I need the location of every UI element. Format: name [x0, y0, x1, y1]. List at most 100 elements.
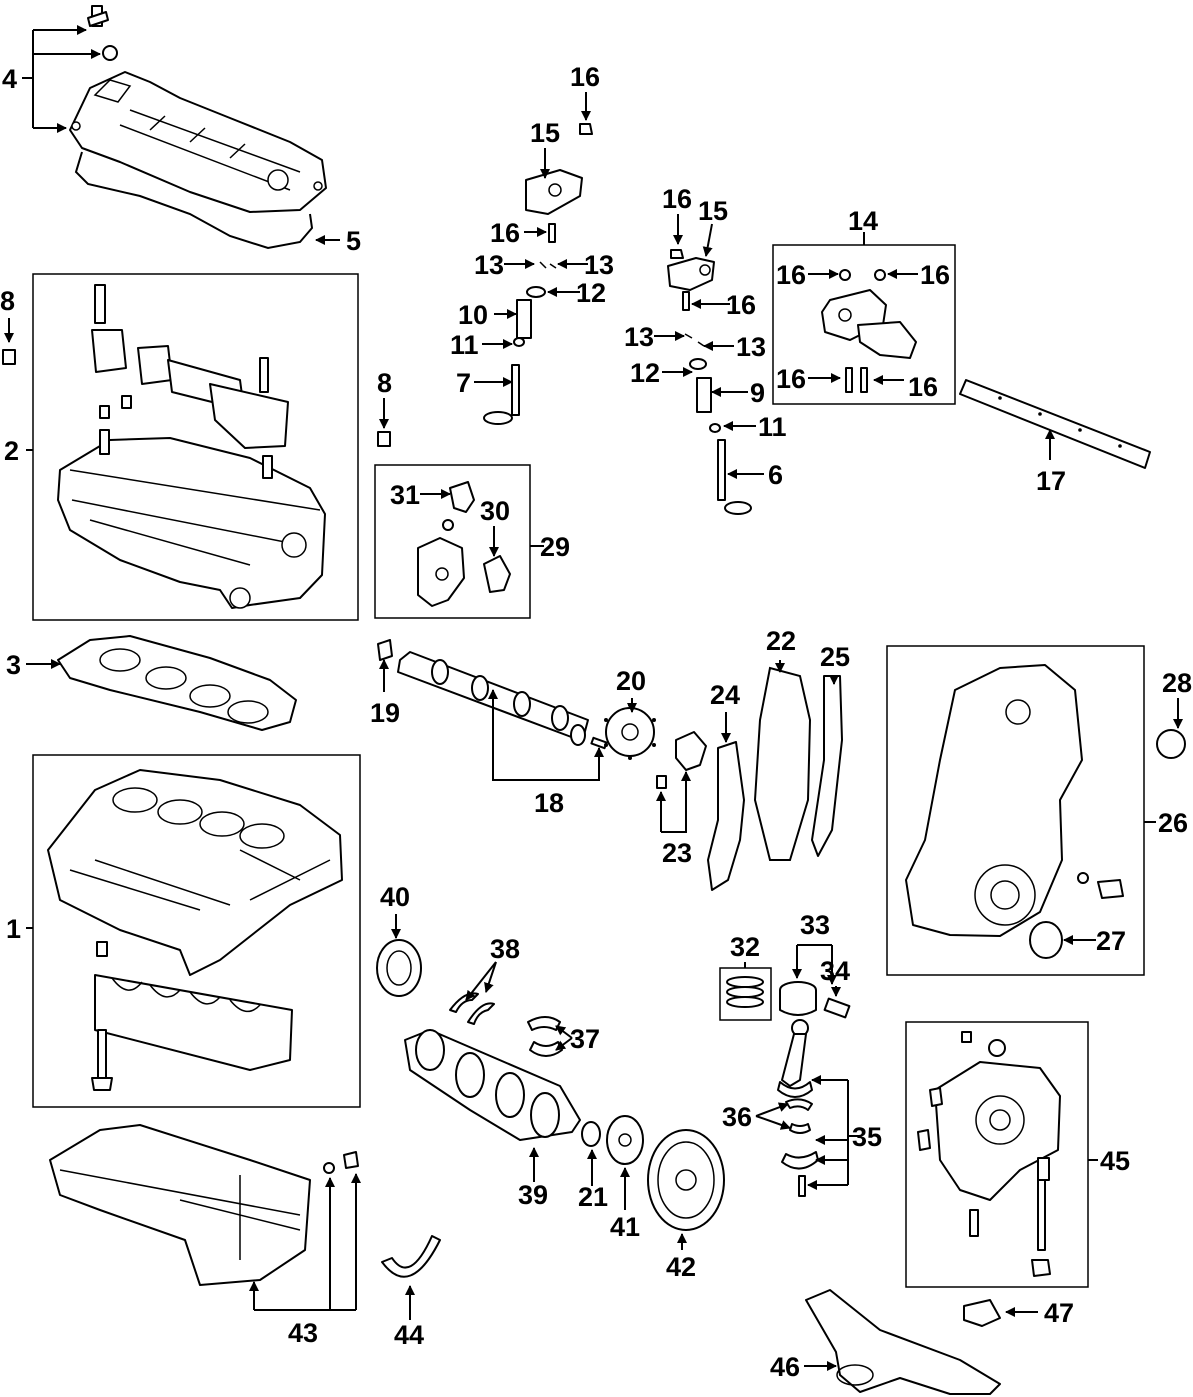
rocker-arm-right: [667, 257, 715, 291]
callout-47: 47: [1044, 1298, 1074, 1328]
cap-nut-right: [670, 249, 684, 259]
callout-35: 35: [852, 1122, 882, 1152]
connecting-rod: [777, 1019, 813, 1098]
valve-seal-right: [709, 423, 721, 433]
oil-pump: [917, 1031, 1061, 1277]
rocker-arm-assembly: [821, 269, 917, 393]
callout-7: 7: [456, 368, 471, 398]
callout-13: 13: [624, 322, 654, 352]
piston-rings: [726, 976, 764, 1008]
callout-13: 13: [584, 250, 614, 280]
callout-43: 43: [288, 1318, 318, 1348]
cotter-left: [539, 261, 557, 269]
callout-20: 20: [616, 666, 646, 696]
cam-sprocket: [604, 703, 656, 760]
callout-16: 16: [776, 364, 806, 394]
leader-lines: [4, 25, 1183, 1371]
camshaft-key: [590, 736, 608, 750]
camshaft-seal: [377, 639, 393, 661]
oil-pressure-switch: [449, 481, 475, 513]
timing-chain: [753, 666, 812, 861]
intake-valve: [483, 364, 520, 425]
thrust-washer-lower: [467, 1002, 495, 1025]
piston: [779, 981, 817, 1016]
callout-22: 22: [766, 626, 796, 656]
oil-pump-group-box: [905, 1021, 1089, 1288]
callout-11: 11: [758, 412, 787, 442]
callout-15: 15: [530, 118, 560, 148]
rear-crank-seal: [376, 939, 422, 997]
chain-guide: [811, 675, 843, 857]
callout-13: 13: [474, 250, 504, 280]
callout-16: 16: [662, 184, 692, 214]
cylinder-head-group-box: [32, 273, 359, 621]
crank-sprocket-bearing: [581, 1121, 601, 1147]
callout-38: 38: [490, 934, 520, 964]
tensioner-arm: [707, 741, 745, 891]
callout-28: 28: [1162, 668, 1192, 698]
callout-17: 17: [1036, 466, 1066, 496]
callout-15: 15: [698, 196, 728, 226]
drain-plug: [343, 1151, 359, 1169]
rod-bolt: [798, 1175, 806, 1197]
timing-chain-cover-group-box: [886, 645, 1145, 976]
head-dowel-mid: [377, 431, 391, 447]
callout-8: 8: [0, 286, 15, 316]
callout-13: 13: [736, 332, 766, 362]
callout-14: 14: [848, 206, 878, 236]
drain-plug-washer: [323, 1162, 335, 1174]
callout-4: 4: [2, 64, 17, 94]
oil-strainer: [805, 1289, 1001, 1395]
valve-spring-right: [696, 377, 712, 413]
callout-5: 5: [346, 226, 361, 256]
callout-31: 31: [390, 480, 420, 510]
callout-32: 32: [730, 932, 760, 962]
rocker-shaft: [959, 379, 1151, 469]
piston-pin: [823, 997, 851, 1019]
main-bearing-upper: [527, 1016, 561, 1031]
callout-16: 16: [726, 290, 756, 320]
callout-9: 9: [750, 378, 765, 408]
strainer-gasket: [963, 1299, 1001, 1327]
tensioner-pin: [656, 775, 667, 789]
crank-sprocket: [606, 1115, 644, 1165]
valve-spring-left: [516, 299, 532, 339]
callout-26: 26: [1158, 808, 1188, 838]
rod-cap: [781, 1151, 819, 1170]
callout-41: 41: [610, 1212, 640, 1242]
vtc-oil-control-group-box: [374, 464, 531, 619]
lower-block-bearing-carrier: [91, 941, 293, 1091]
callout-30: 30: [480, 496, 510, 526]
callout-29: 29: [540, 532, 570, 562]
callout-36: 36: [722, 1102, 752, 1132]
callout-12: 12: [576, 278, 606, 308]
case-bolt: [1097, 879, 1124, 899]
cap-nut-top: [579, 123, 593, 135]
exhaust-valve: [717, 439, 752, 515]
cover-bolt: [87, 5, 109, 27]
callout-25: 25: [820, 642, 850, 672]
callout-33: 33: [800, 910, 830, 940]
callout-2: 2: [4, 436, 19, 466]
callout-46: 46: [770, 1352, 800, 1382]
callout-19: 19: [370, 698, 400, 728]
callout-8: 8: [377, 368, 392, 398]
callout-23: 23: [662, 838, 692, 868]
callout-16: 16: [570, 62, 600, 92]
crankshaft: [404, 1029, 581, 1141]
cylinder-head-cover: [69, 71, 327, 213]
chain-tensioner: [675, 731, 707, 771]
callout-1: 1: [6, 914, 21, 944]
engine-block: [47, 769, 343, 976]
valve-seal-left: [513, 337, 525, 347]
callout-11: 11: [450, 330, 479, 360]
callout-12: 12: [630, 358, 660, 388]
callout-3: 3: [6, 650, 21, 680]
spring-retainer-right: [689, 358, 707, 370]
vtc-filter: [483, 555, 511, 593]
callout-21: 21: [578, 1182, 608, 1212]
callout-40: 40: [380, 882, 410, 912]
crank-pulley: [647, 1129, 725, 1231]
callout-39: 39: [518, 1180, 548, 1210]
